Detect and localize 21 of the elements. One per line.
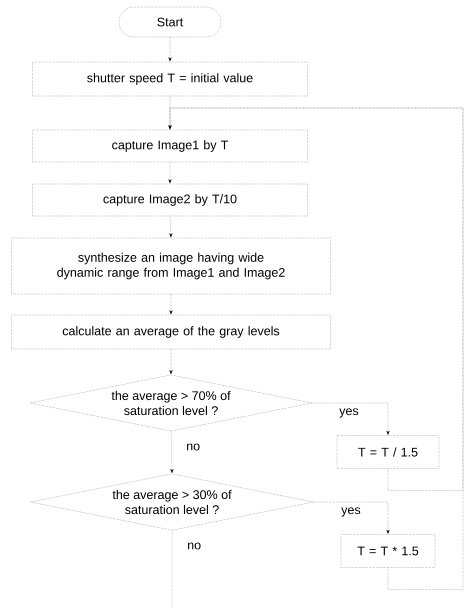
arrow: [169, 349, 173, 374]
arrow: [168, 162, 172, 184]
edge-label: yes: [340, 506, 362, 518]
start-terminal: Start: [118, 6, 222, 38]
process-box: shutter speed T = initial value: [32, 62, 308, 96]
arrow: [168, 108, 464, 590]
edge-label: no: [185, 442, 202, 452]
arrow: [168, 37, 172, 62]
process-box: calculate an average of the gray levels: [11, 314, 331, 350]
process-box: synthesize an image having wide dynamic range from Image1 and Image2: [11, 238, 331, 294]
process-box: capture Image1 by T: [32, 130, 308, 162]
process-box: capture Image2 by T/10: [32, 184, 308, 216]
process-box: T = T * 1.5: [340, 534, 436, 568]
arrow: [313, 502, 390, 534]
arrow: [312, 402, 390, 435]
edge-label: no: [186, 542, 202, 550]
arrow: [169, 216, 172, 238]
process-box: T = T / 1.5: [336, 435, 440, 469]
arrow: [169, 294, 173, 314]
arrow: [170, 431, 174, 474]
edge-label: yes: [338, 407, 360, 419]
